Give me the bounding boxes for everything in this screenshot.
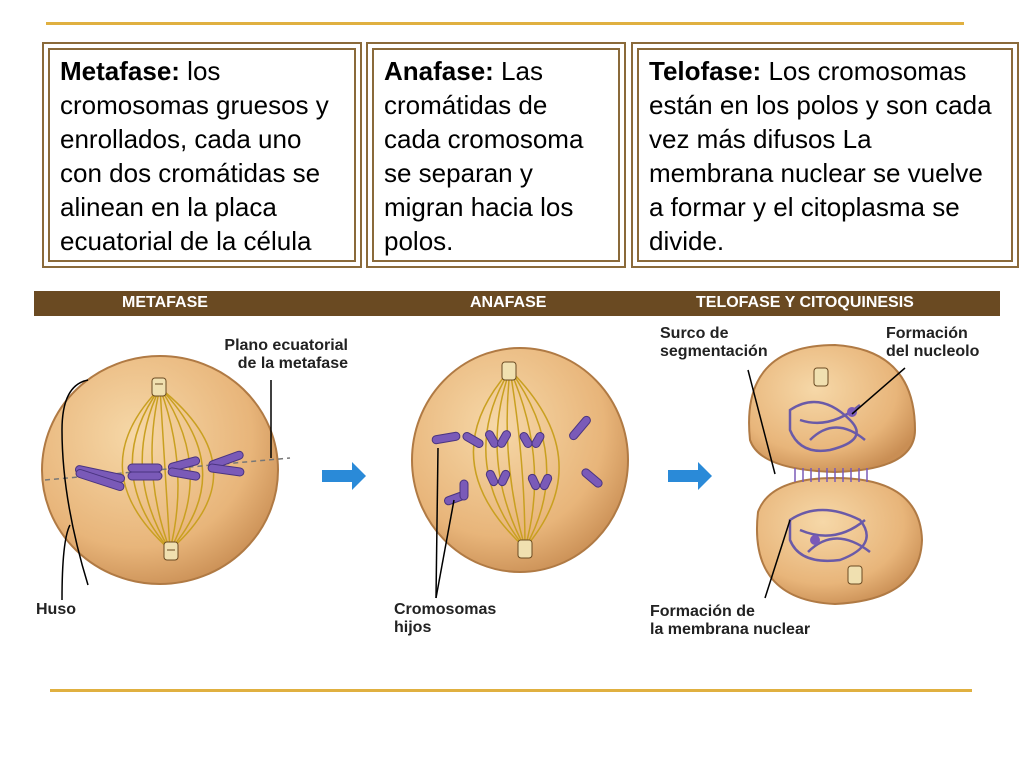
metafase-box: Metafase: los cromosomas gruesos y enrol…	[42, 42, 362, 268]
phase-header-bar: METAFASE ANAFASE TELOFASE Y CITOQUINESIS	[34, 291, 1000, 316]
spindle-bracket	[61, 379, 89, 586]
telofase-title: Telofase:	[649, 56, 762, 86]
telofase-box: Telofase: Los cromosomas están en los po…	[631, 42, 1019, 268]
telophase-centrosomes	[813, 367, 863, 585]
top-rule	[46, 22, 964, 25]
huso-pointer	[61, 524, 71, 601]
phase-anafase-label: ANAFASE	[470, 294, 547, 311]
anaphase-cell	[411, 347, 629, 573]
anafase-title: Anafase:	[384, 56, 494, 86]
metaphase-chromosomes	[74, 450, 245, 491]
anaphase-spindle	[472, 369, 560, 549]
plano-ecuatorial-label: Plano ecuatorial de la metafase	[194, 337, 348, 373]
anaphase-centrosome-bottom	[517, 539, 533, 559]
surco-line1: Surco de	[660, 325, 729, 342]
arrow-right-icon	[668, 462, 712, 490]
nucleolo-line1: Formación	[886, 325, 968, 342]
huso-label: Huso	[36, 601, 76, 618]
phase-telofase-label: TELOFASE Y CITOQUINESIS	[696, 294, 914, 311]
cromosomas-pointer-1	[435, 447, 439, 599]
anaphase-centrosome-top	[501, 361, 517, 381]
anafase-box-text: Anafase: Las cromátidas de cada cromosom…	[372, 48, 620, 262]
cleavage-furrow-marks	[794, 468, 868, 482]
telophase-cells	[748, 343, 924, 606]
plano-ecuatorial-line2: de la metafase	[237, 355, 348, 372]
metaphase-centrosome-top	[151, 377, 167, 397]
phase-metafase-label: METAFASE	[122, 294, 208, 311]
telofase-description: Los cromosomas están en los polos y son …	[649, 56, 992, 256]
metafase-description: los cromosomas gruesos y enrollados, cad…	[60, 56, 329, 256]
plano-ecuatorial-line1: Plano ecuatorial	[224, 337, 348, 354]
cromosomas-pointer-2	[435, 499, 455, 599]
bottom-rule	[50, 689, 972, 692]
cromosomas-line1: Cromosomas	[394, 601, 497, 618]
arrow-right-icon	[322, 462, 366, 490]
cromosomas-line2: hijos	[394, 619, 432, 636]
metafase-title: Metafase:	[60, 56, 180, 86]
membrana-line2: la membrana nuclear	[650, 621, 811, 638]
anaphase-daughter-chromosomes	[431, 415, 603, 506]
telophase-chromatin-bottom	[788, 508, 871, 563]
nucleolo-line2: del nucleolo	[886, 343, 980, 360]
membrana-pointer	[764, 519, 791, 599]
surco-label: Surco de segmentación	[660, 325, 768, 361]
surco-pointer	[747, 369, 776, 475]
metafase-box-text: Metafase: los cromosomas gruesos y enrol…	[48, 48, 356, 262]
nucleolo-label: Formación del nucleolo	[886, 325, 979, 361]
telofase-box-text: Telofase: Los cromosomas están en los po…	[637, 48, 1013, 262]
anafase-box: Anafase: Las cromátidas de cada cromosom…	[366, 42, 626, 268]
telophase-nucleoli	[810, 407, 857, 545]
nucleolo-pointer	[851, 367, 906, 415]
anafase-description: Las cromátidas de cada cromosoma se sepa…	[384, 56, 584, 256]
surco-line2: segmentación	[660, 343, 768, 360]
membrana-label: Formación de la membrana nuclear	[650, 603, 810, 639]
membrana-line1: Formación de	[650, 603, 755, 620]
metaphase-cell	[41, 355, 291, 585]
cromosomas-hijos-label: Cromosomas hijos	[394, 601, 496, 637]
metaphase-centrosome-bottom	[163, 541, 179, 561]
